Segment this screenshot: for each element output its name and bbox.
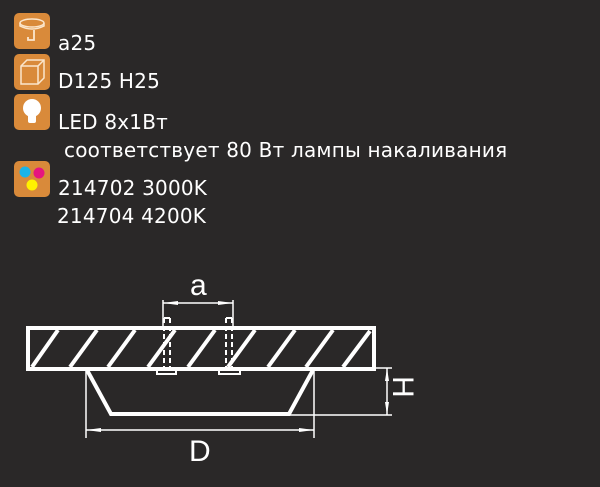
dimension-h <box>290 367 392 416</box>
box-dimensions-icon <box>14 54 50 90</box>
dimension-label-d: D <box>189 435 211 468</box>
ceiling-mount-icon <box>14 13 50 49</box>
mounting-plate <box>26 326 376 371</box>
lamp-body <box>85 369 315 416</box>
dimensions-spec: D125 H25 <box>58 69 161 93</box>
color-temp-item-2: 214704 4200K <box>57 204 207 228</box>
screw-holes <box>163 318 233 367</box>
lamp-spec: LED 8x1Вт <box>58 110 168 134</box>
color-temp-item-1: 214702 3000K <box>58 176 208 200</box>
color-dots-icon <box>14 161 50 197</box>
light-bulb-icon <box>14 94 50 130</box>
dimension-label-a: a <box>190 269 207 302</box>
dimension-label-h: H <box>386 376 419 398</box>
mount-spec: a25 <box>58 31 97 55</box>
dimension-a <box>162 300 234 326</box>
lamp-equivalent-note: соответствует 80 Вт лампы накаливания <box>64 138 508 162</box>
dimension-d <box>85 370 315 438</box>
